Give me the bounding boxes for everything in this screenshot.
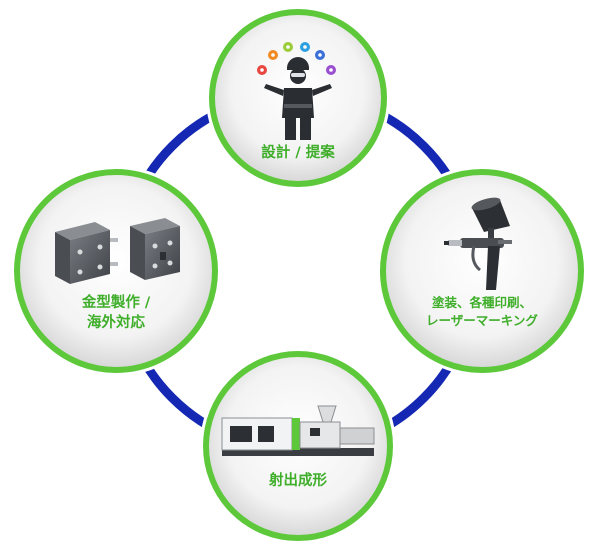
node-molding: 射出成形 <box>200 348 396 544</box>
spray-gun-icon <box>444 197 512 290</box>
node-painting-label: 塗装、各種印刷、 <box>432 295 532 310</box>
node-molding-label: 射出成形 <box>268 471 327 489</box>
mold-blocks-icon <box>55 218 180 284</box>
engineer-with-gears-icon <box>257 42 336 140</box>
node-mold-label: 金型製作 / <box>81 293 151 311</box>
node-painting: 塗装、各種印刷、 レーザーマーキング <box>377 166 587 376</box>
node-mold: 金型製作 / 海外対応 <box>11 166 221 376</box>
node-design: 設計 / 提案 <box>206 6 390 190</box>
node-painting-label-2: レーザーマーキング <box>426 313 538 328</box>
injection-molding-machine-icon <box>221 405 375 456</box>
node-mold-label-2: 海外対応 <box>87 313 145 331</box>
node-design-label: 設計 / 提案 <box>261 143 335 161</box>
